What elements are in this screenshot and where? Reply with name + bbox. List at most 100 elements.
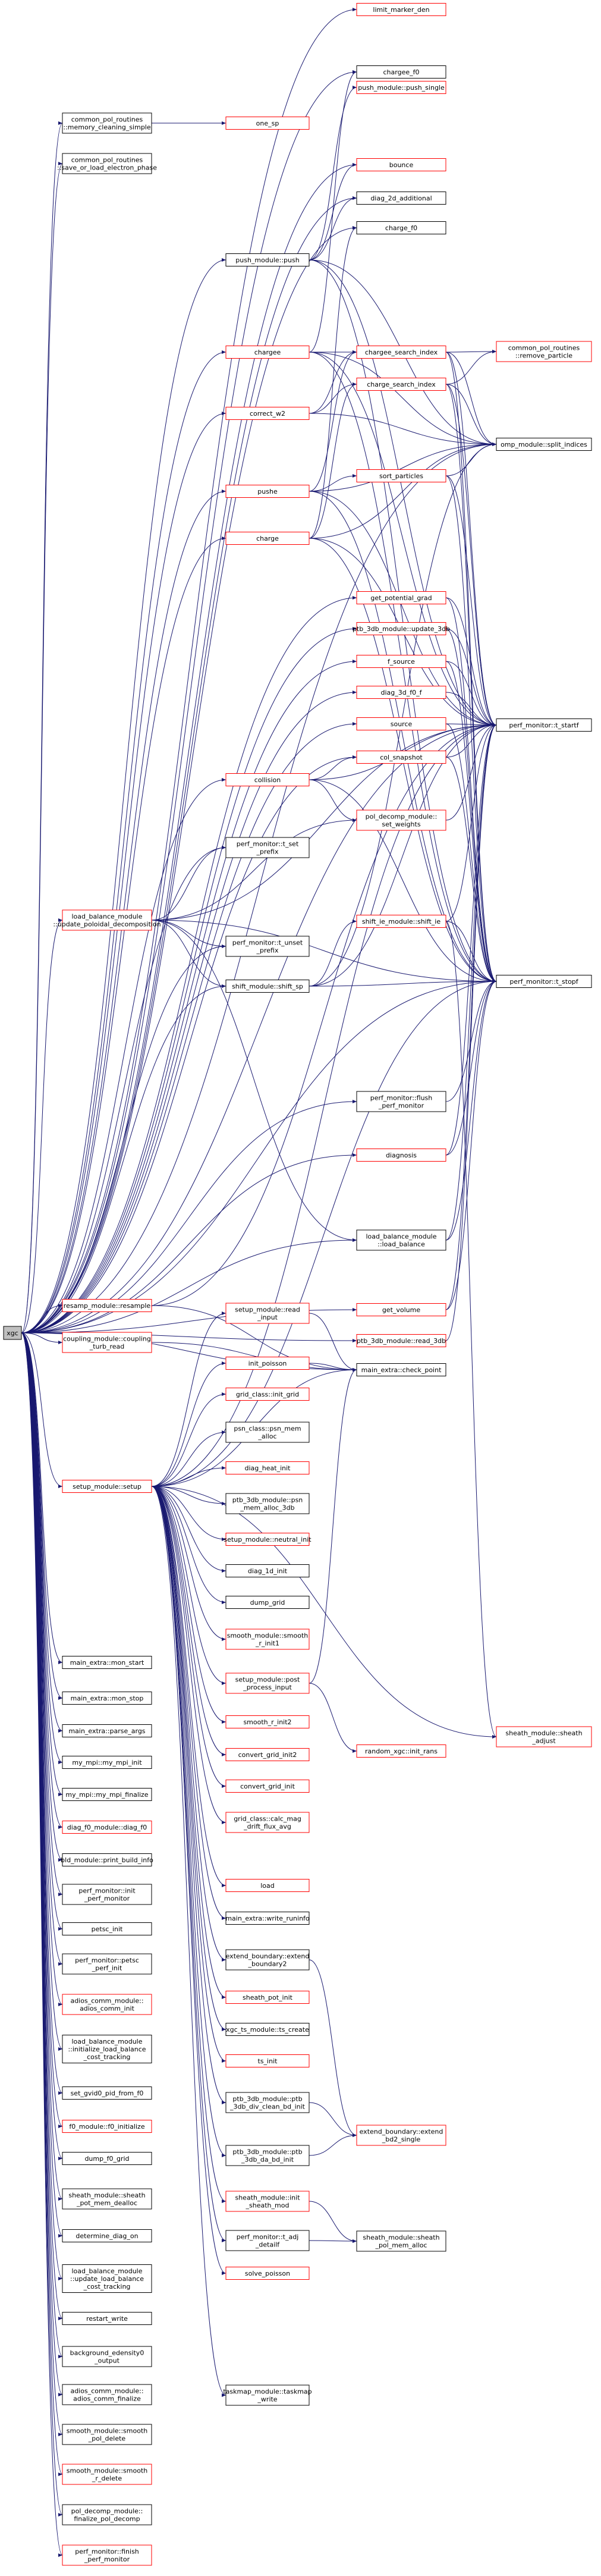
node-c18[interactable]: main_extra::parse_args [62, 1724, 152, 1737]
node-c20[interactable]: my_mpi::my_mpi_finalize [62, 1788, 152, 1801]
node-d03[interactable]: chargee_f0 [356, 65, 446, 79]
node-s19[interactable]: sheath_pot_init [225, 1991, 310, 2004]
node-d02[interactable]: limit_marker_den [356, 3, 446, 16]
node-s04[interactable]: psn_class::psn_mem_alloc [225, 1422, 310, 1443]
node-d08[interactable]: chargee_search_index [356, 346, 446, 359]
node-f01[interactable]: random_xgc::init_rans [356, 1744, 446, 1758]
node-c35[interactable]: background_edensity0_output [62, 2346, 152, 2367]
node-e05[interactable]: sheath_module::sheath_adjust [496, 1726, 592, 1747]
node-c33[interactable]: load_balance_module::update_load_balance… [62, 2264, 152, 2293]
node-c21[interactable]: diag_f0_module::diag_f0 [62, 1821, 152, 1834]
node-c17[interactable]: main_extra::mon_stop [62, 1692, 152, 1705]
node-c15[interactable]: setup_module::setup [62, 1480, 152, 1493]
node-c23[interactable]: perf_monitor::init_perf_monitor [62, 1884, 152, 1905]
node-c08[interactable]: collision [225, 773, 310, 786]
node-c16[interactable]: main_extra::mon_start [62, 1656, 152, 1669]
node-c22[interactable]: bld_module::print_build_info [61, 1853, 153, 1866]
node-s24[interactable]: sheath_module::init_sheath_mod [225, 2191, 310, 2212]
node-s10[interactable]: smooth_module::smooth_r_init1 [225, 1629, 310, 1650]
node-d14[interactable]: diag_3d_f0_f [356, 686, 446, 699]
node-d19[interactable]: perf_monitor::flush_perf_monitor [356, 1091, 446, 1112]
node-s07[interactable]: setup_module::neutral_init [224, 1533, 311, 1546]
node-s17[interactable]: main_extra::write_runinfo [225, 1912, 310, 1925]
node-d17[interactable]: pol_decomp_module::set_weights [356, 809, 446, 831]
node-s08[interactable]: diag_1d_init [225, 1564, 310, 1577]
node-c14[interactable]: coupling_module::coupling_turb_read [62, 1332, 152, 1353]
node-d05[interactable]: bounce [356, 158, 446, 171]
node-e01[interactable]: common_pol_routines::remove_particle [496, 341, 592, 362]
node-s14[interactable]: convert_grid_init [225, 1780, 310, 1793]
node-d23[interactable]: ptb_3db_module::read_3db [356, 1334, 446, 1347]
node-c19[interactable]: my_mpi::my_mpi_init [62, 1756, 152, 1769]
node-s26[interactable]: solve_poisson [225, 2267, 310, 2280]
node-c06[interactable]: pushe [225, 485, 310, 498]
node-s20[interactable]: xgc_ts_module::ts_create [225, 2023, 310, 2036]
node-c29[interactable]: f0_module::f0_initialize [62, 2120, 152, 2133]
node-d21[interactable]: load_balance_module::load_balance [356, 1229, 446, 1251]
node-c13[interactable]: resamp_module::resample [62, 1299, 152, 1312]
node-f02[interactable]: extend_boundary::extend_bd2_single [356, 2125, 446, 2146]
node-c01[interactable]: common_pol_routines::memory_cleaning_sim… [62, 112, 152, 134]
node-s01[interactable]: setup_module::read_input [225, 1303, 310, 1324]
node-d20[interactable]: diagnosis [356, 1149, 446, 1162]
node-c24[interactable]: petsc_init [62, 1922, 152, 1935]
node-s25[interactable]: perf_monitor::t_adj_detailf [225, 2230, 310, 2251]
node-c09[interactable]: perf_monitor::t_set_prefix [225, 837, 310, 858]
node-c40[interactable]: perf_monitor::finish_perf_monitor [62, 2544, 152, 2566]
node-c39[interactable]: pol_decomp_module::finalize_pol_decomp [62, 2504, 152, 2525]
node-c05[interactable]: correct_w2 [225, 407, 310, 420]
node-c34[interactable]: restart_write [62, 2312, 152, 2325]
node-d06[interactable]: diag_2d_additional [356, 192, 446, 205]
node-d10[interactable]: sort_particles [356, 469, 446, 482]
node-c32[interactable]: determine_diag_on [62, 2229, 152, 2242]
node-c26[interactable]: adios_comm_module::adios_comm_init [62, 1994, 152, 2015]
node-d16[interactable]: col_snapshot [356, 751, 446, 764]
node-d09[interactable]: charge_search_index [356, 378, 446, 391]
node-s06[interactable]: ptb_3db_module::psn_mem_alloc_3db [225, 1493, 310, 1514]
node-s09[interactable]: dump_grid [225, 1596, 310, 1609]
node-s21[interactable]: ts_init [225, 2054, 310, 2067]
node-e04[interactable]: perf_monitor::t_stopf [496, 975, 592, 988]
node-c31[interactable]: sheath_module::sheath_pot_mem_dealloc [62, 2188, 152, 2210]
node-c10[interactable]: load_balance_module::update_poloidal_dec… [53, 909, 161, 931]
node-c27[interactable]: load_balance_module::initialize_load_bal… [62, 2035, 152, 2063]
node-s27[interactable]: taskmap_module::taskmap_write [223, 2384, 312, 2406]
node-d24[interactable]: main_extra::check_point [356, 1363, 446, 1376]
node-d13[interactable]: f_source [356, 655, 446, 668]
node-f03[interactable]: sheath_module::sheath_pol_mem_alloc [356, 2230, 446, 2252]
node-d15[interactable]: source [356, 717, 446, 730]
node-c07[interactable]: charge [225, 532, 310, 545]
node-c11[interactable]: perf_monitor::t_unset_prefix [225, 936, 310, 957]
node-s13[interactable]: convert_grid_init2 [225, 1748, 310, 1761]
node-c12[interactable]: shift_module::shift_sp [225, 980, 310, 993]
node-s18[interactable]: extend_boundary::extend_boundary2 [225, 1949, 310, 1971]
node-s12[interactable]: smooth_r_init2 [225, 1715, 310, 1728]
node-s16[interactable]: load [225, 1879, 310, 1892]
node-s23[interactable]: ptb_3db_module::ptb_3db_da_bd_init [225, 2145, 310, 2166]
node-d22[interactable]: get_volume [356, 1303, 446, 1316]
node-e03[interactable]: perf_monitor::t_startf [496, 718, 592, 732]
node-c28[interactable]: set_gvid0_pid_from_f0 [62, 2086, 152, 2100]
node-c03[interactable]: push_module::push [225, 253, 310, 266]
node-s15[interactable]: grid_class::calc_mag_drift_flux_avg [225, 1812, 310, 1833]
node-d04[interactable]: push_module::push_single [356, 81, 446, 94]
node-s03[interactable]: grid_class::init_grid [225, 1388, 310, 1401]
node-c36[interactable]: adios_comm_module::adios_comm_finalize [62, 2384, 152, 2405]
node-c04[interactable]: chargee [225, 346, 310, 359]
node-c02[interactable]: common_pol_routines::save_or_load_electr… [57, 153, 157, 174]
node-d12[interactable]: ptb_3db_module::update_3db [353, 622, 450, 635]
node-d11[interactable]: get_potential_grad [356, 591, 446, 604]
node-c25[interactable]: perf_monitor::petsc_perf_init [62, 1953, 152, 1975]
node-d01[interactable]: one_sp [225, 117, 310, 130]
node-c37[interactable]: smooth_module::smooth_pol_delete [62, 2424, 152, 2445]
node-s05[interactable]: diag_heat_init [225, 1461, 310, 1474]
node-s02[interactable]: init_poisson [225, 1357, 310, 1370]
node-c38[interactable]: smooth_module::smooth_r_delete [62, 2464, 152, 2485]
node-e02[interactable]: omp_module::split_indices [496, 438, 592, 451]
node-c30[interactable]: dump_f0_grid [62, 2152, 152, 2165]
node-xgc[interactable]: xgc [3, 1326, 22, 1340]
node-s22[interactable]: ptb_3db_module::ptb_3db_div_clean_bd_ini… [225, 2092, 310, 2113]
node-d18[interactable]: shift_ie_module::shift_ie [356, 915, 446, 928]
node-d07[interactable]: charge_f0 [356, 221, 446, 234]
node-s11[interactable]: setup_module::post_process_input [225, 1673, 310, 1694]
